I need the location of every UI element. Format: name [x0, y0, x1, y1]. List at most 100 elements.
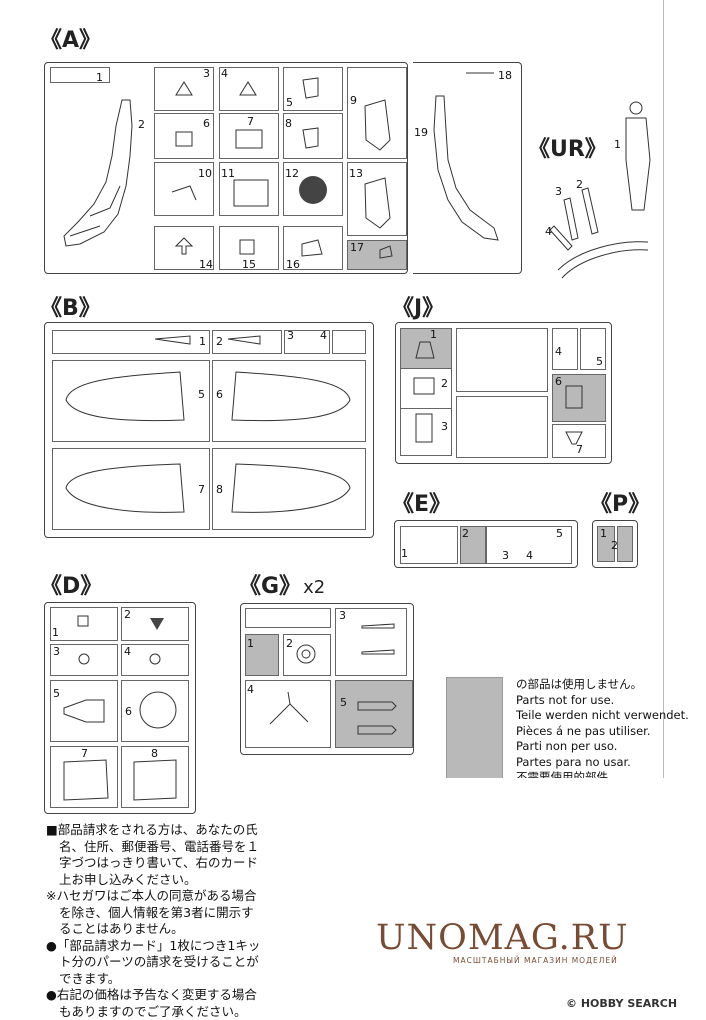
page-divider-line	[663, 0, 664, 780]
ur-part-1-num: 1	[614, 138, 621, 151]
part-b7-num: 7	[198, 483, 205, 496]
g-part-4-num: 4	[247, 683, 254, 696]
part-p2-cell	[617, 526, 633, 562]
part-b4-num: 4	[320, 329, 327, 342]
e-part-1-num: 1	[401, 547, 408, 560]
e-part-4-num: 4	[526, 549, 533, 562]
section-g-label: 《G》x2	[239, 568, 325, 600]
j-part-6-num: 6	[555, 375, 562, 388]
g-part-1-num: 1	[247, 637, 254, 650]
d-part-6-num: 6	[125, 705, 132, 718]
note-line: ●右記の価格は予告なく変更する場合	[46, 987, 257, 1002]
part-a16-num: 16	[286, 258, 300, 271]
legend-line-it: Parti non per uso.	[516, 739, 618, 753]
part-j3-cell	[400, 408, 452, 456]
note-line: ることはありません。	[59, 921, 184, 936]
d-part-8-num: 8	[151, 747, 158, 760]
note-line: 字づつはっきり書いて、右のカード	[59, 855, 259, 870]
section-a-label: 《A》	[40, 28, 102, 53]
part-e1-cell	[400, 526, 458, 564]
j-part-3-num: 3	[441, 420, 448, 433]
sprue-a-right-frame	[413, 62, 522, 274]
part-a9-cell	[347, 67, 407, 159]
part-a13-cell	[347, 162, 407, 236]
e-part-2-num: 2	[462, 527, 469, 540]
b-wing-drawings	[65, 335, 351, 513]
note-line: 上お申し込みください。	[59, 871, 197, 887]
part-g1-cell	[245, 634, 279, 676]
part-b3-num: 3	[287, 329, 294, 342]
section-g-multiplier: x2	[303, 577, 326, 598]
section-d-label: 《D》	[40, 574, 103, 599]
fuselage-left-drawing	[63, 99, 133, 247]
legend-line-fr: Pièces á ne pas utiliser.	[516, 723, 651, 738]
g-part-3-num: 3	[339, 609, 346, 622]
part-a4-num: 4	[221, 67, 228, 80]
j-part-7-num: 7	[576, 443, 583, 456]
e-part-3-num: 3	[502, 549, 509, 562]
part-b1-cell	[52, 330, 210, 354]
part-b1-num: 1	[199, 335, 206, 348]
part-g2-cell	[283, 634, 331, 676]
part-d6-cell	[121, 680, 189, 742]
part-a19-num: 19	[414, 126, 428, 139]
part-b2-num: 2	[216, 335, 223, 348]
section-ur-label: 《UR》	[528, 137, 607, 162]
part-a4-cell	[219, 67, 279, 111]
legend-line-es: Partes para no usar.	[516, 754, 631, 769]
section-b-label: 《B》	[40, 296, 101, 321]
legend-line-jp: の部品は使用しません。	[516, 677, 643, 691]
note-line: ●「部品請求カード」1枚につき1キッ	[46, 937, 261, 953]
d-part-5-num: 5	[53, 687, 60, 700]
part-a7-num: 7	[247, 115, 254, 128]
d-part-4-num: 4	[124, 645, 131, 658]
part-g5-cell	[335, 680, 413, 748]
watermark-tagline: МАСШТАБНЫЙ МАГАЗИН МОДЕЛЕЙ	[453, 956, 618, 965]
part-a3-num: 3	[203, 67, 210, 80]
part-j6-cell	[552, 374, 606, 422]
note-line: もありますのでご了承ください。	[59, 1003, 247, 1019]
part-a17-num: 17	[350, 241, 364, 254]
part-g4-cell	[245, 680, 331, 748]
j-part-1-num: 1	[430, 328, 437, 341]
part-a13-num: 13	[349, 167, 363, 180]
part-b6-cell	[212, 360, 366, 442]
part-d1-cell	[50, 607, 118, 641]
part-b5-num: 5	[198, 388, 205, 401]
section-p-label: 《P》	[590, 492, 651, 517]
unused-parts-legend: の部品は使用しません。 Parts not for use. Teile wer…	[516, 677, 689, 786]
part-a10-cell	[154, 162, 214, 216]
hobby-search-credit: © HOBBY SEARCH	[566, 997, 678, 1010]
part-d3-cell	[50, 644, 118, 676]
part-a2-num: 2	[138, 118, 145, 131]
j-part-2-num: 2	[441, 377, 448, 390]
part-j5-cell	[580, 328, 606, 370]
e-part-5-num: 5	[556, 527, 563, 540]
part-j-empty-bottom-cell	[456, 396, 548, 458]
part-b-empty-cell	[332, 330, 366, 354]
part-b6-num: 6	[216, 388, 223, 401]
part-p1-cell	[597, 526, 615, 562]
part-d4-cell	[121, 644, 189, 676]
ur-part-2-num: 2	[576, 178, 583, 191]
section-g-title: 《G》	[239, 574, 302, 599]
parts-request-card-area	[292, 778, 706, 1020]
section-j-label: 《J》	[392, 296, 445, 321]
part-a12-num: 12	[285, 167, 299, 180]
part-e345-cell	[486, 526, 572, 564]
part-b34-cell	[284, 330, 330, 354]
note-line: ト分のパーツの請求を受けることが	[59, 954, 259, 969]
j-part-5-num: 5	[596, 355, 603, 368]
j-part-4-num: 4	[555, 345, 562, 358]
part-b7-cell	[52, 448, 210, 530]
d-part-2-num: 2	[124, 608, 131, 621]
part-a17-cell	[347, 240, 407, 270]
part-a15-num: 15	[242, 258, 256, 271]
part-b8-cell	[212, 448, 366, 530]
legend-line-en: Parts not for use.	[516, 692, 615, 707]
g-part-5-num: 5	[340, 696, 347, 709]
a-part-shapes	[171, 72, 499, 259]
ur-figure-drawing	[549, 101, 651, 279]
p-part-1-num: 1	[600, 527, 607, 540]
part-j-empty-top-cell	[456, 328, 548, 392]
